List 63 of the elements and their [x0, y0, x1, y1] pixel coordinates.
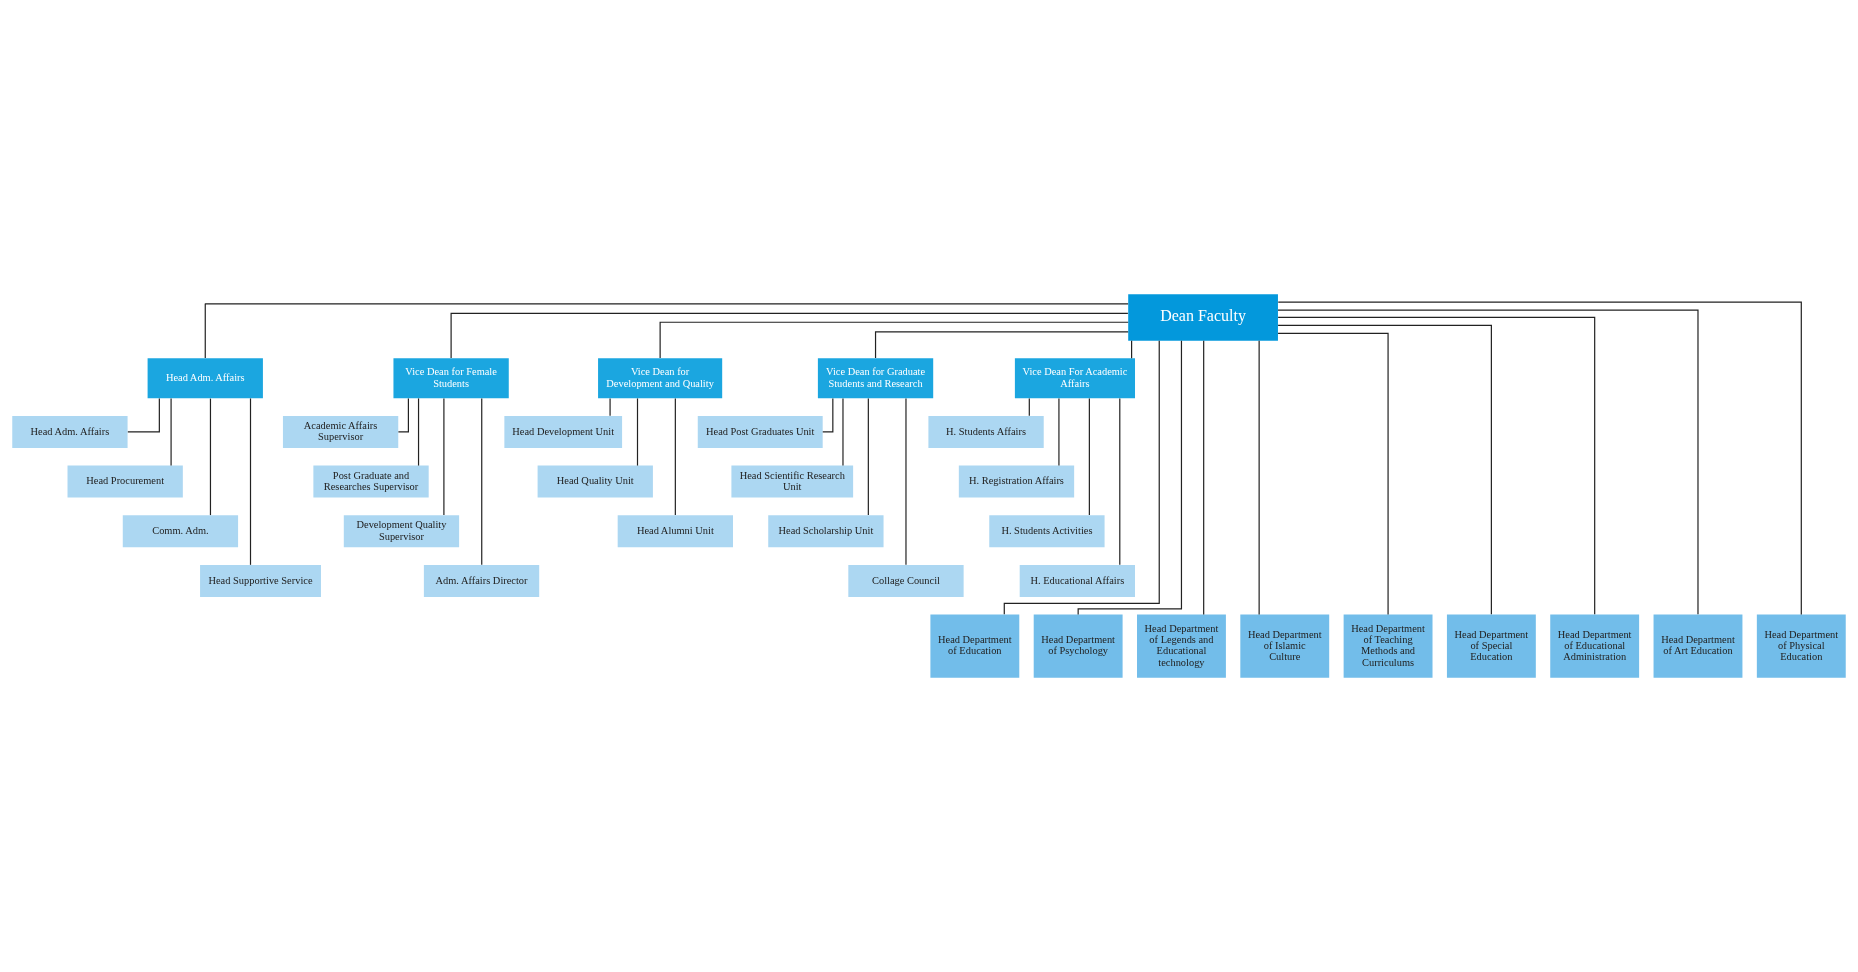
connector	[417, 397, 420, 467]
connector	[842, 397, 844, 467]
node-box: Head Quality Unit	[537, 465, 653, 498]
node-box: H. Students Affairs	[928, 415, 1044, 448]
connector	[1277, 316, 1596, 615]
connector	[170, 397, 172, 467]
connector	[397, 397, 409, 433]
connector	[481, 397, 483, 566]
connector	[1088, 398, 1090, 516]
node-box: H. Students Activities	[989, 515, 1105, 548]
node-box: Head Department of Special Education	[1446, 614, 1536, 678]
node-box: Head Department of Physical Education	[1756, 614, 1846, 678]
connector	[822, 397, 834, 433]
node-box: Head Alumni Unit	[617, 515, 733, 548]
connector	[867, 398, 869, 516]
node-box: Post Graduate and Researches Supervisor	[313, 465, 429, 498]
connector	[204, 303, 1129, 359]
connector	[874, 331, 1129, 359]
connector	[1277, 332, 1389, 616]
node-box: Development Quality Supervisor	[343, 515, 460, 548]
connector	[674, 398, 676, 516]
connector	[659, 321, 1129, 359]
connector	[905, 397, 907, 566]
node-box: H. Educational Affairs	[1019, 564, 1135, 597]
node-box: Head Department of Education	[930, 614, 1020, 678]
connector	[209, 398, 212, 516]
node-box: Head Department of Teaching Methods and Curriculums	[1343, 614, 1433, 678]
node-box: Head Post Graduates Unit	[697, 415, 823, 448]
node-box: Head Scientific Research Unit	[731, 465, 854, 498]
connector	[1277, 301, 1802, 615]
node-box: Head Supportive Service	[200, 564, 321, 597]
node-box: Head Scholarship Unit	[768, 515, 884, 548]
node-box: Dean Faculty	[1128, 294, 1278, 341]
connector	[249, 397, 252, 566]
node-box: Comm. Adm.	[122, 515, 239, 548]
node-box: Head Development Unit	[504, 415, 623, 448]
connector	[1277, 324, 1492, 615]
connector	[636, 397, 639, 467]
node-box: Vice Dean for Graduate Students and Research	[817, 358, 934, 399]
node-box: H. Registration Affairs	[958, 465, 1075, 498]
node-box: Head Department of Educational Administration	[1550, 614, 1640, 678]
connector	[1119, 397, 1121, 566]
node-box: Head Adm. Affairs	[12, 415, 128, 448]
node-box: Head Department of Psychology	[1033, 614, 1123, 678]
connector	[609, 397, 611, 417]
node-box: Academic Affairs Supervisor	[282, 415, 399, 448]
connector	[127, 397, 160, 433]
connector	[450, 312, 1129, 359]
connector	[1203, 340, 1205, 616]
connector	[1258, 340, 1260, 616]
node-box: Collage Council	[848, 564, 964, 597]
node-box: Vice Dean for Female Students	[393, 358, 509, 399]
connector	[1277, 309, 1699, 615]
node-box: Adm. Affairs Director	[423, 564, 540, 597]
connector	[443, 398, 445, 516]
node-box: Head Department of Islamic Culture	[1240, 614, 1330, 678]
node-box: Vice Dean For Academic Affairs	[1014, 358, 1135, 399]
node-box: Head Procurement	[67, 465, 183, 498]
node-box: Head Department of Art Education	[1653, 614, 1743, 678]
node-box: Vice Dean for Development and Quality	[598, 358, 723, 399]
connector	[1058, 397, 1060, 467]
node-box: Head Department of Legends and Educational technology	[1137, 614, 1226, 678]
node-box: Head Adm. Affairs	[147, 358, 263, 399]
